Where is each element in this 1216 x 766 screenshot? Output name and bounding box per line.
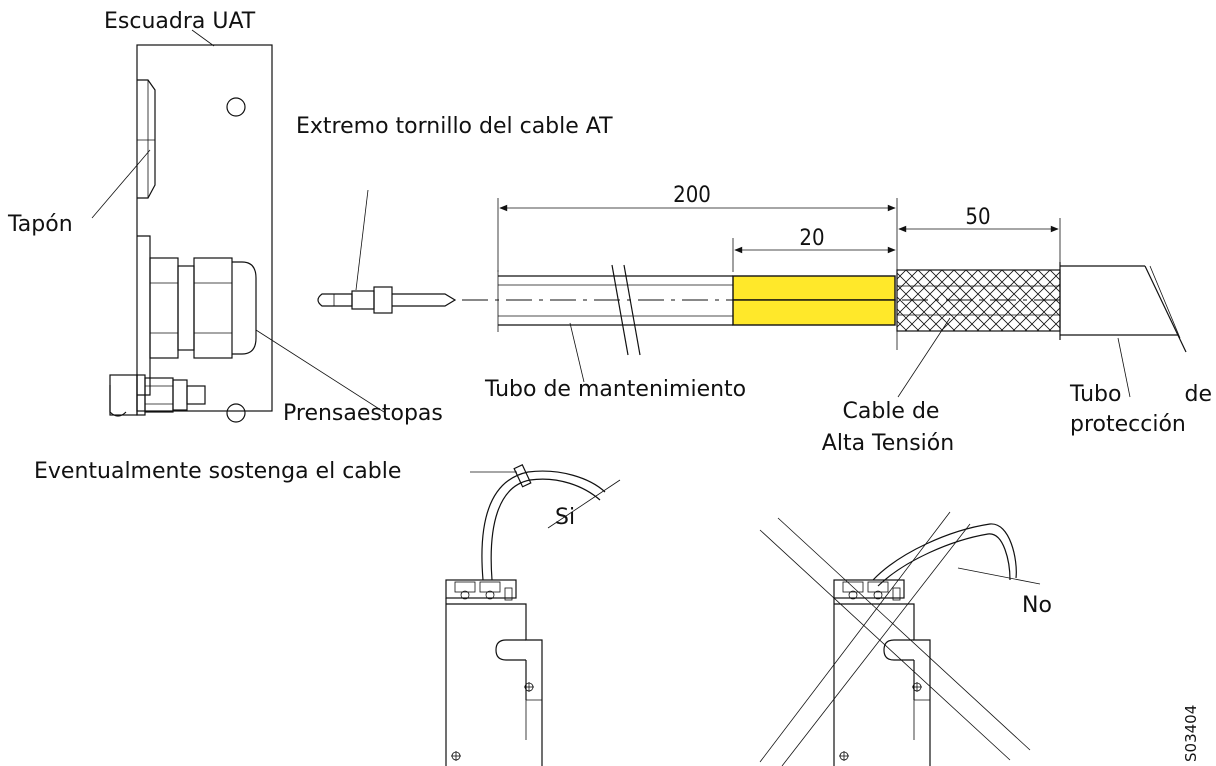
dim-50: 50 xyxy=(965,205,990,230)
cross-out-mark xyxy=(759,511,1031,766)
label-tapon: Tapón xyxy=(7,212,73,237)
cable-assembly xyxy=(462,262,1187,356)
label-tubo-mantenimiento: Tubo de mantenimiento xyxy=(484,377,746,402)
label-tubo-prot-line2: protección xyxy=(1070,412,1186,437)
dim-200: 200 xyxy=(673,183,711,208)
label-cable-line1: Cable de xyxy=(843,399,940,424)
label-extremo-tornillo: Extremo tornillo del cable AT xyxy=(296,114,613,139)
unit-incorrect-routing xyxy=(833,523,1041,766)
unit-correct-routing xyxy=(445,464,621,766)
label-escuadra-uat: Escuadra UAT xyxy=(104,9,256,34)
label-tubo-prot-line1a: Tubo xyxy=(1069,382,1121,407)
label-eventualmente: Eventualmente sostenga el cable xyxy=(34,459,401,484)
label-cable-line2: Alta Tensión xyxy=(822,431,954,456)
label-tubo-prot-line1b: de xyxy=(1185,382,1213,407)
uat-bracket xyxy=(109,44,273,423)
dimension-lines xyxy=(497,198,1061,350)
drawing-code: S03404 xyxy=(1182,705,1200,762)
cable-screw-terminal xyxy=(317,286,457,314)
label-prensaestopas: Prensaestopas xyxy=(283,401,443,426)
label-no: No xyxy=(1022,593,1052,618)
dim-20: 20 xyxy=(799,226,824,251)
label-si: Si xyxy=(555,505,575,530)
leader-lines xyxy=(91,29,1131,473)
